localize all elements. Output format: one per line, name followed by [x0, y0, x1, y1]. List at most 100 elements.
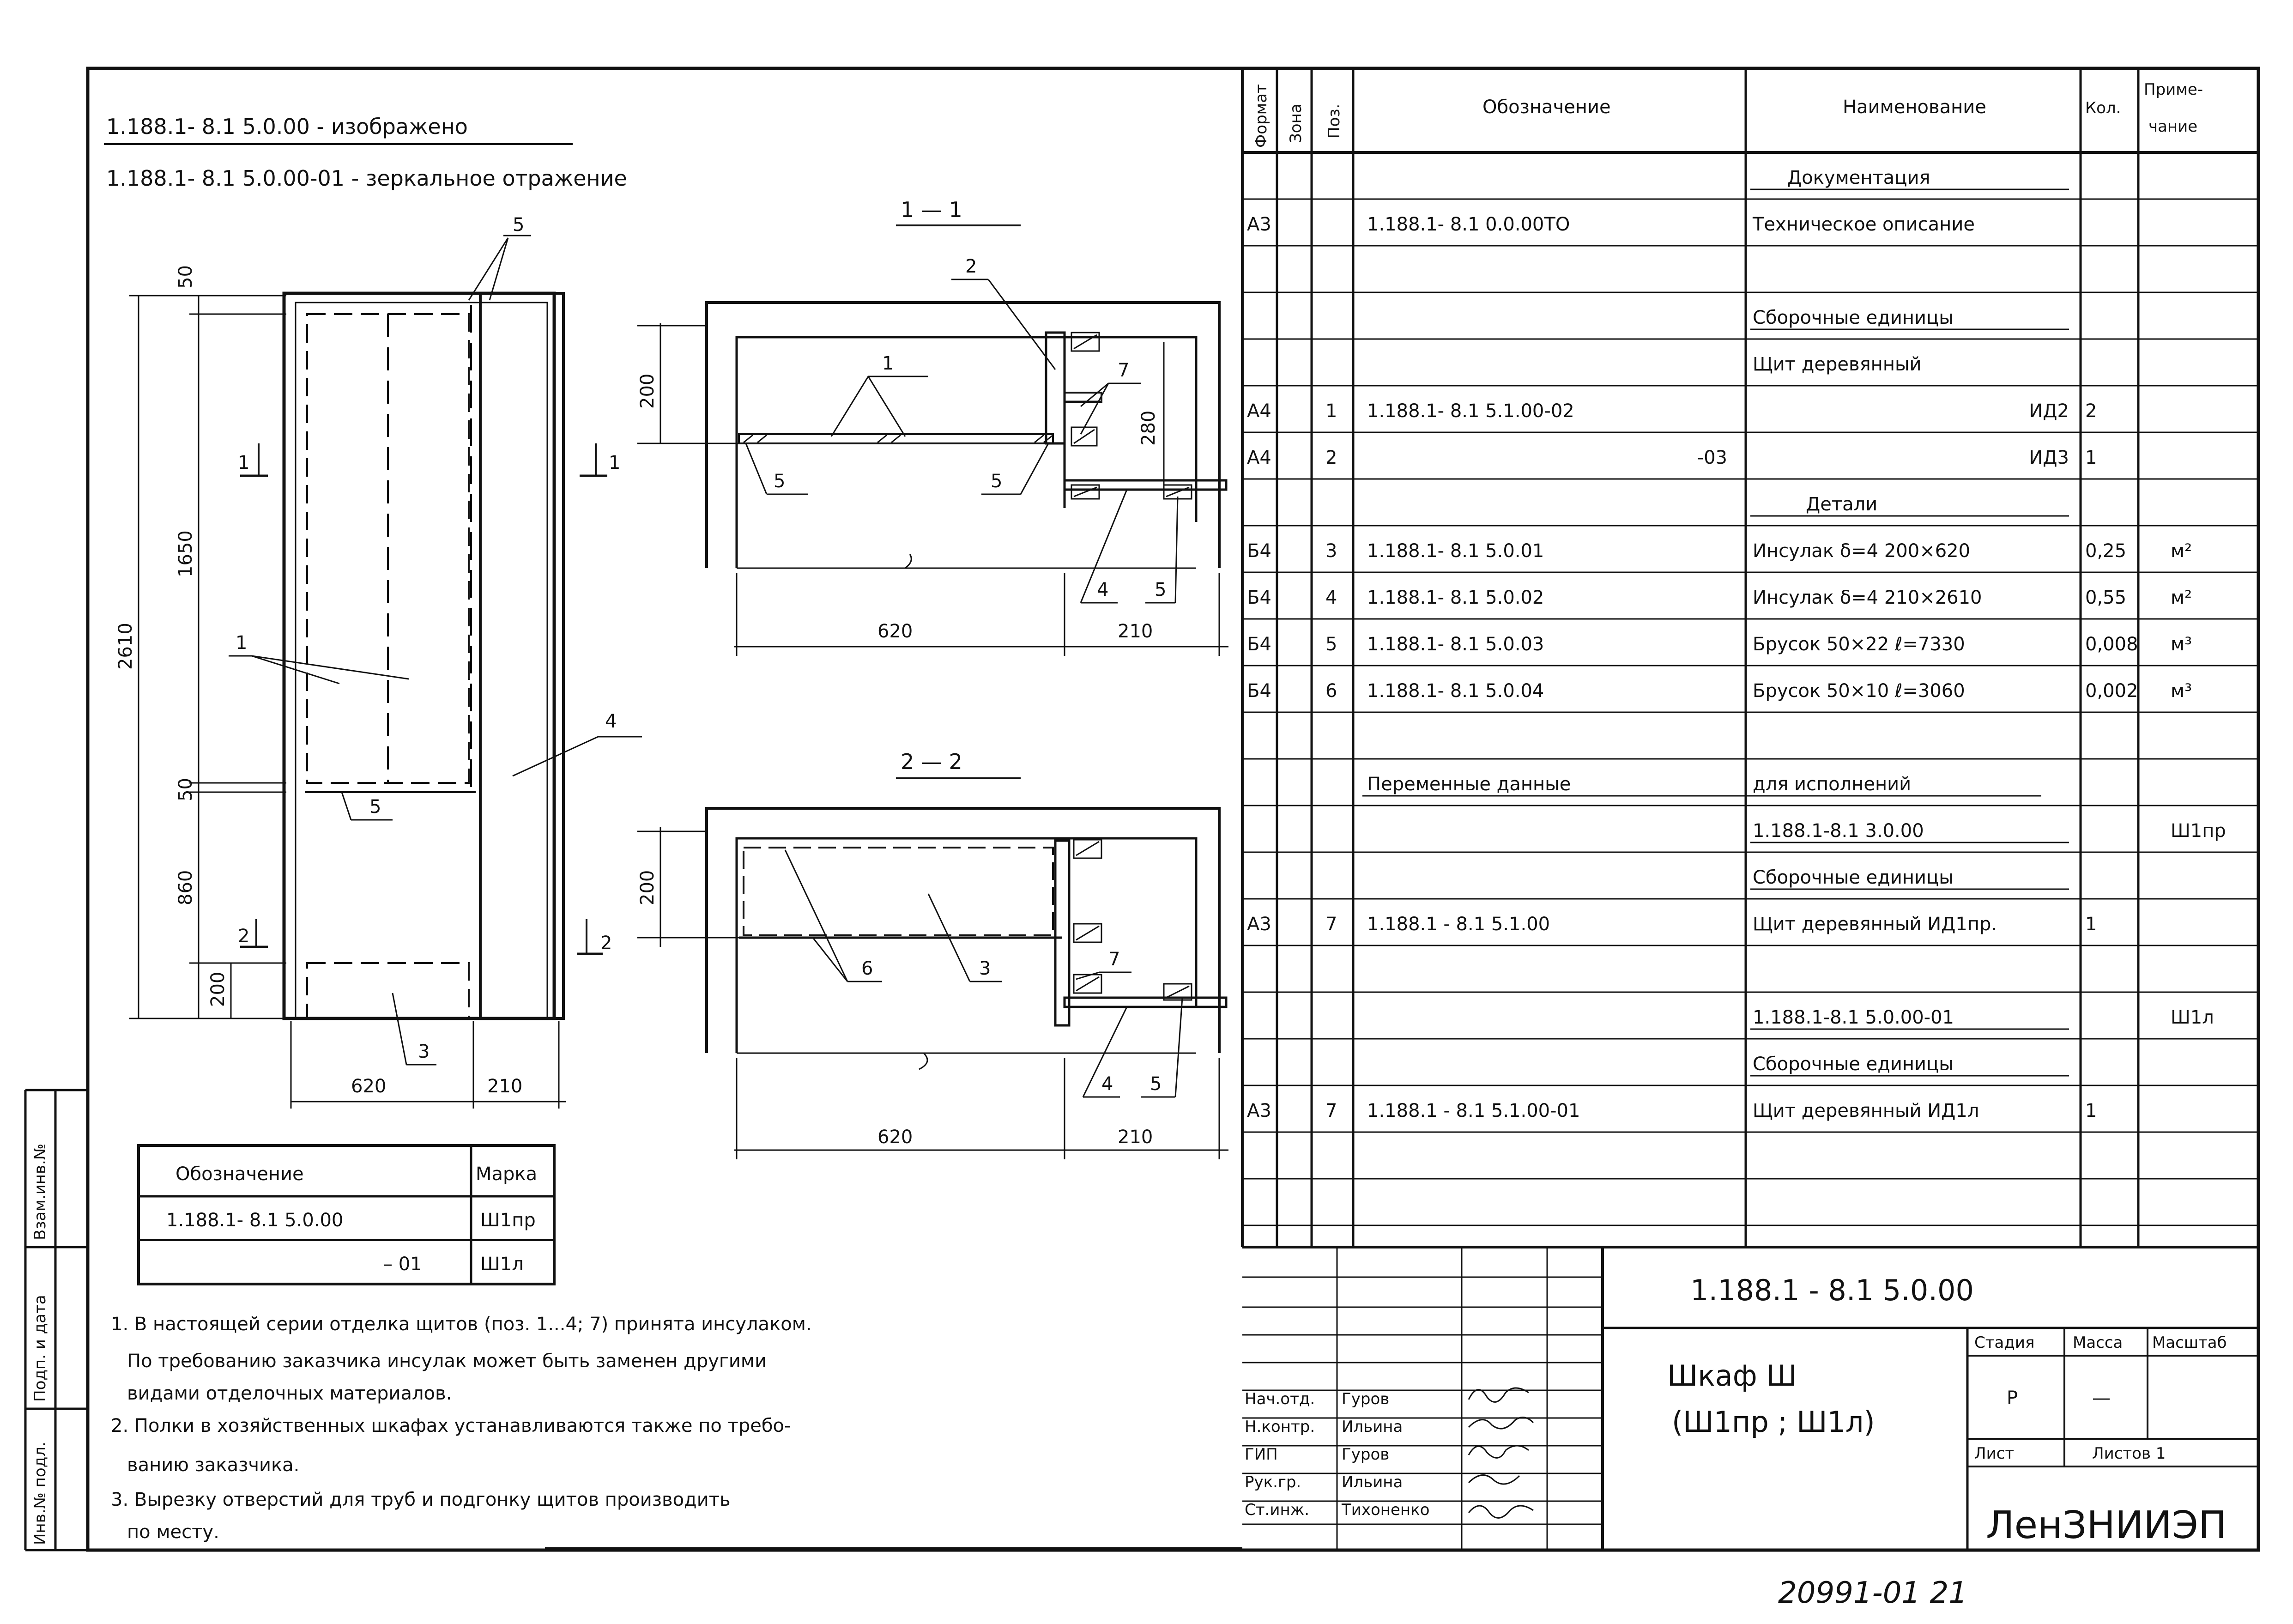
spec-header-note-2: чание [2148, 117, 2197, 136]
s1-callout-5b: 5 [991, 471, 1002, 492]
spec-header-qty: Кол. [2085, 99, 2121, 117]
section-2-title: 2 — 2 [901, 749, 962, 774]
section-1-1: 1 — 1 200 280 [637, 197, 1228, 656]
object-subtitle: (Ш1пр ; Ш1л) [1672, 1405, 1875, 1439]
section-mark-2-left: 2 [238, 926, 249, 947]
sig-role-4: Рук.гр. [1245, 1473, 1301, 1491]
section-mark-1-right: 1 [609, 452, 620, 473]
callout-4: 4 [605, 711, 617, 732]
margin-label-replace: Взам.инв.№ [31, 1144, 49, 1240]
spec-cell-designation: Переменные данные [1367, 774, 1571, 795]
spec-cell-designation: 1.188.1 - 8.1 5.1.00 [1367, 914, 1550, 935]
note-line-7: по месту. [127, 1521, 219, 1543]
s1-callout-2: 2 [965, 256, 977, 277]
sig-role-5: Ст.инж. [1245, 1501, 1309, 1519]
spec-cell-pos: 2 [1325, 447, 1337, 468]
margin-label-inventory: Инв.№ подл. [31, 1442, 49, 1545]
spec-header-zone: Зона [1287, 103, 1305, 143]
spec-header-pos: Поз. [1325, 104, 1343, 139]
mark-table-header-mark: Марка [476, 1163, 537, 1185]
spec-cell-name: Документация [1787, 167, 1930, 188]
spec-cell-pos: 7 [1325, 1100, 1337, 1121]
front-view: 2610 50 1650 50 860 200 620 210 1 1 2 2 … [115, 214, 642, 1109]
note-line-5: ванию заказчика. [127, 1454, 299, 1476]
note-line-3: видами отделочных материалов. [127, 1383, 452, 1404]
note-line-1: 1. В настоящей серии отделка щитов (поз.… [111, 1314, 812, 1335]
dim-total-height: 2610 [115, 623, 136, 670]
dim-lower-height: 860 [175, 870, 196, 905]
spec-cell-qty: 1 [2085, 914, 2097, 935]
spec-cell-name: Щит деревянный ИД1пр. [1753, 914, 1997, 935]
sig-name-4: Ильина [1342, 1473, 1403, 1491]
notes: 1. В настоящей серии отделка щитов (поз.… [111, 1314, 812, 1543]
shelf-hatch [743, 434, 1053, 443]
archive-number: 20991-01 21 [1778, 1576, 1967, 1610]
mass-value: — [2092, 1388, 2111, 1409]
spec-cell-qty: 1 [2085, 447, 2097, 468]
spec-cell-note: м³ [2171, 634, 2192, 655]
stage-value: Р [2007, 1388, 2018, 1409]
spec-cell-name: Брусок 50×10 ℓ=3060 [1753, 680, 1965, 702]
spec-cell-note: м² [2171, 587, 2192, 608]
spec-cell-name: Сборочные единицы [1753, 867, 1954, 888]
title-block: Нач.отд. Гуров Н.контр. Ильина ГИП Гуров… [1242, 1246, 2258, 1550]
object-title: Шкаф Ш [1667, 1359, 1797, 1393]
spec-cell-name: Сборочные единицы [1753, 307, 1954, 328]
s1-callout-4: 4 [1097, 579, 1108, 600]
variant-line-2: 1.188.1- 8.1 5.0.00-01 - зеркальное отра… [106, 166, 627, 191]
s1-dim-200: 200 [637, 374, 658, 409]
spec-cell-name: ИД2 [2029, 400, 2069, 422]
spec-cell-format: Б4 [1247, 634, 1271, 655]
stage-header: Стадия [1974, 1333, 2034, 1352]
dim-glazed-height: 1650 [175, 530, 196, 577]
note-line-4: 2. Полки в хозяйственных шкафах устанавл… [111, 1415, 791, 1436]
s2-callout-6: 6 [861, 958, 873, 979]
spec-cell-name: Инсулак δ=4 200×620 [1753, 540, 1970, 562]
spec-cell-designation: 1.188.1- 8.1 0.0.00ТО [1367, 214, 1570, 235]
spec-cell-qty: 0,002 [2085, 680, 2138, 702]
note-line-6: 3. Вырезку отверстий для труб и подгонку… [111, 1489, 731, 1510]
s1-dim-210: 210 [1118, 621, 1153, 642]
callout-5-mid: 5 [369, 796, 381, 818]
spec-cell-name: Детали [1806, 494, 1877, 515]
s2-dim-210: 210 [1118, 1127, 1153, 1148]
left-margin-strip: Взам.инв.№ Подп. и дата Инв.№ подл. [24, 1089, 88, 1551]
sig-name-1: Гуров [1342, 1390, 1389, 1408]
spec-cell-qty: 1 [2085, 1100, 2097, 1121]
spec-cell-format: А3 [1247, 214, 1271, 235]
sig-role-2: Н.контр. [1245, 1418, 1315, 1436]
spec-cell-designation: 1.188.1- 8.1 5.0.04 [1367, 680, 1544, 702]
sheet-label: Лист [1974, 1444, 2014, 1463]
spec-cell-pos: 6 [1325, 680, 1337, 702]
mark-table-row1-designation: 1.188.1- 8.1 5.0.00 [166, 1210, 343, 1231]
s1-callout-5a: 5 [774, 471, 785, 492]
s2-callout-7: 7 [1108, 949, 1120, 970]
spec-cell-format: А4 [1247, 447, 1271, 468]
mass-header: Масса [2073, 1333, 2123, 1352]
scale-header: Масштаб [2152, 1333, 2227, 1352]
spec-cell-qty: 0,008 [2085, 634, 2138, 655]
mark-table: Обозначение Марка 1.188.1- 8.1 5.0.00 Ш1… [137, 1144, 556, 1285]
s1-callout-7: 7 [1118, 360, 1129, 381]
spec-cell-note: Ш1л [2171, 1007, 2214, 1028]
spec-cell-qty: 0,25 [2085, 540, 2126, 562]
spec-cell-designation: 1.188.1 - 8.1 5.1.00-01 [1367, 1100, 1580, 1121]
s1-callout-1: 1 [882, 353, 894, 374]
spec-cell-pos: 7 [1325, 914, 1337, 935]
spec-cell-name: Инсулак δ=4 210×2610 [1753, 587, 1982, 608]
section-1-title: 1 — 1 [901, 197, 962, 222]
note-line-2: По требованию заказчика инсулак может бы… [127, 1351, 767, 1372]
spec-header-name: Наименование [1843, 97, 1986, 118]
spec-cell-format: Б4 [1247, 587, 1271, 608]
callout-1: 1 [236, 632, 247, 654]
spec-cell-qty: 0,55 [2085, 587, 2126, 608]
spec-cell-name: Брусок 50×22 ℓ=7330 [1753, 634, 1965, 655]
spec-cell-pos: 5 [1325, 634, 1337, 655]
spec-cell-name: Щит деревянный [1753, 354, 1922, 375]
spec-cell-name: 1.188.1-8.1 5.0.00-01 [1753, 1007, 1954, 1028]
spec-cell-designation: 1.188.1- 8.1 5.0.02 [1367, 587, 1544, 608]
spec-cell-name: для исполнений [1753, 774, 1911, 795]
mark-table-row1-mark: Ш1пр [480, 1210, 536, 1231]
spec-cell-name: 1.188.1-8.1 3.0.00 [1753, 820, 1924, 842]
document-code: 1.188.1 - 8.1 5.0.00 [1690, 1273, 1974, 1307]
